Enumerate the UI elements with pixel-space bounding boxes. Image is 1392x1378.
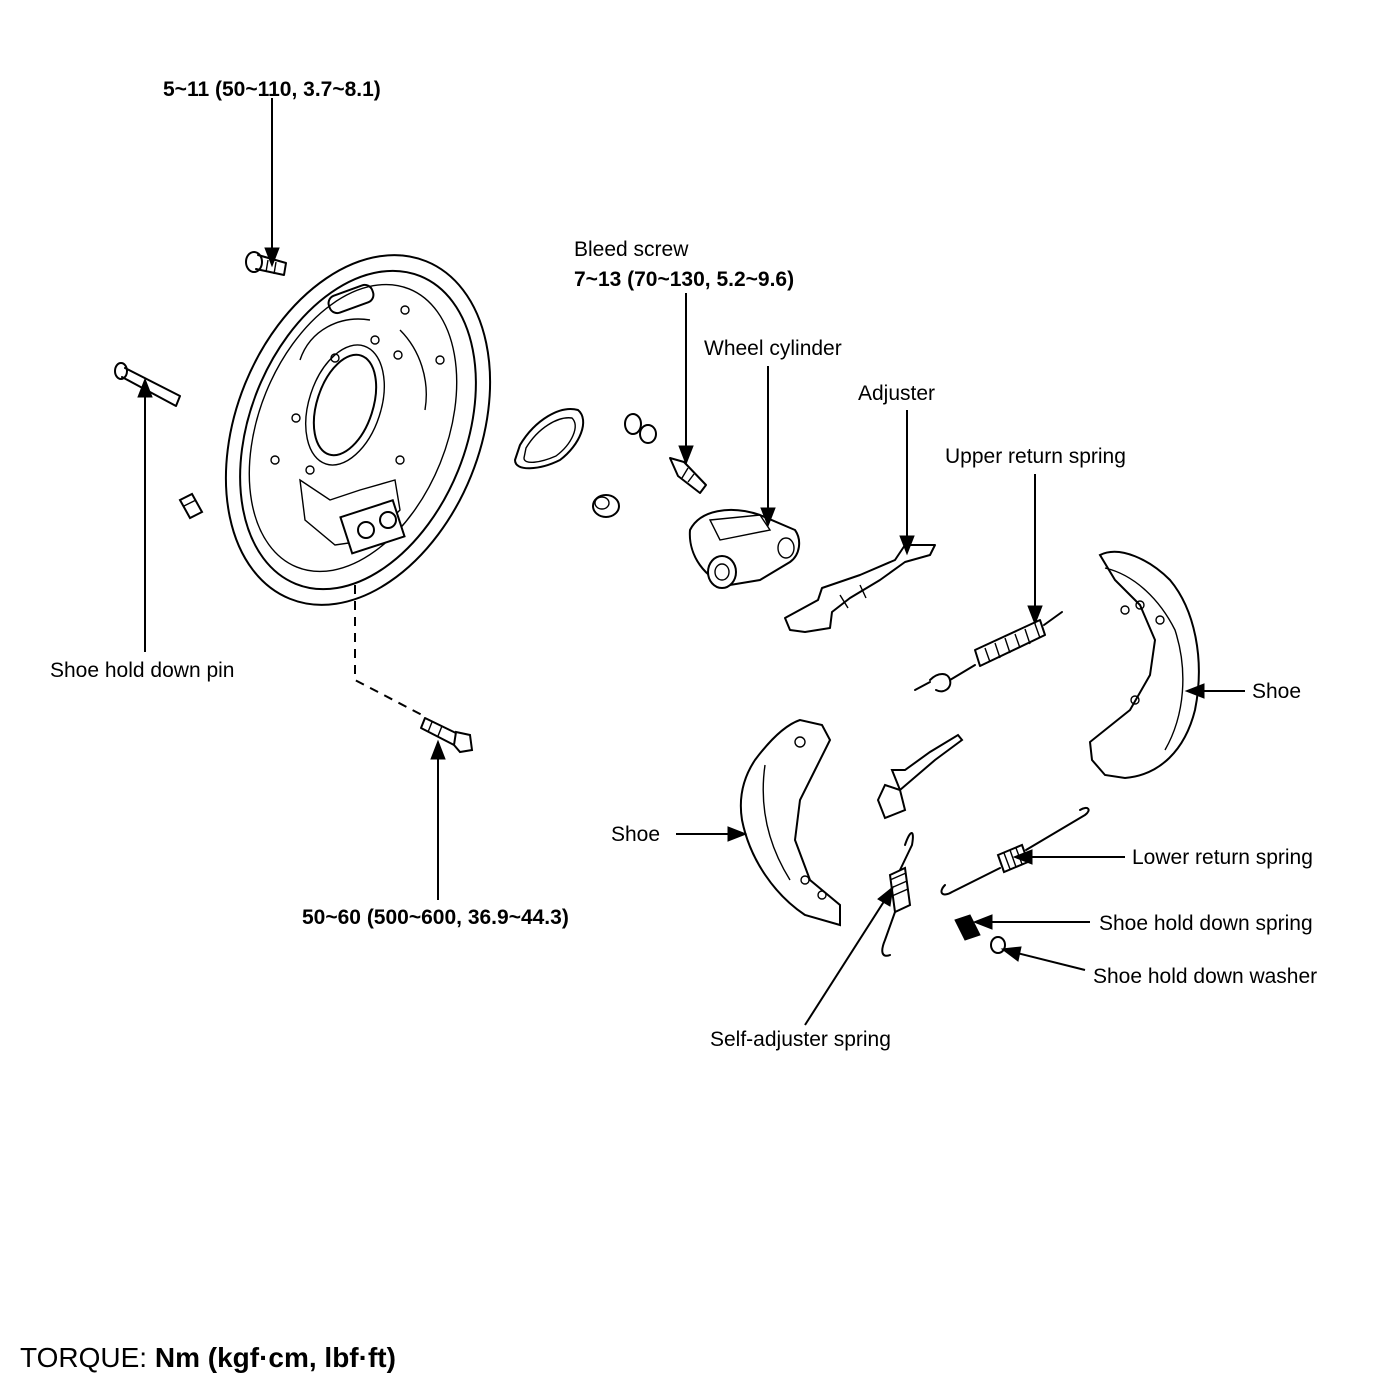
shoe-hold-down-spring-part xyxy=(954,914,981,941)
label-lower-return-spring: Lower return spring xyxy=(1132,846,1313,869)
rubber-cap xyxy=(592,494,620,518)
adjusting-lever xyxy=(876,733,964,820)
wheel-cylinder-part xyxy=(688,509,801,589)
wheel-cylinder-gasket xyxy=(514,408,585,470)
label-self-adjuster-spring: Self-adjuster spring xyxy=(710,1028,891,1051)
right-brake-shoe xyxy=(1088,550,1200,780)
upper-return-spring-part xyxy=(914,611,1063,693)
backing-plate-bolt xyxy=(245,251,287,276)
plug xyxy=(178,492,204,520)
torque-label-mounting-bolt: 50~60 (500~600, 36.9~44.3) xyxy=(302,906,569,929)
label-bleed-screw: Bleed screw xyxy=(574,238,689,261)
self-adjuster-spring-part xyxy=(881,832,914,957)
label-upper-return-spring: Upper return spring xyxy=(945,445,1126,468)
label-shoe-right: Shoe xyxy=(1252,680,1302,703)
torque-label-backing-plate-bolt: 5~11 (50~110, 3.7~8.1) xyxy=(163,78,381,101)
label-shoe-hold-down-spring: Shoe hold down spring xyxy=(1099,912,1313,935)
torque-units-prefix: TORQUE: xyxy=(20,1342,148,1373)
alignment-dashed-line xyxy=(354,585,423,716)
torque-units-value: Nm (kgf·cm, lbf·ft) xyxy=(154,1342,396,1373)
leader-lines xyxy=(137,98,1245,1026)
backing-plate xyxy=(224,254,492,606)
label-shoe-hold-down-pin: Shoe hold down pin xyxy=(50,659,235,682)
mounting-bolt xyxy=(420,717,474,754)
bleed-screw-part xyxy=(624,413,707,494)
label-shoe-hold-down-washer: Shoe hold down washer xyxy=(1093,965,1318,988)
torque-units-legend: TORQUE: Nm (kgf·cm, lbf·ft) xyxy=(20,1342,396,1374)
shoe-hold-down-washer-part xyxy=(990,936,1006,954)
left-brake-shoe xyxy=(739,718,841,927)
torque-label-bleed-screw: 7~13 (70~130, 5.2~9.6) xyxy=(574,268,795,291)
label-wheel-cylinder: Wheel cylinder xyxy=(704,337,842,360)
adjuster-part xyxy=(784,544,936,633)
label-adjuster: Adjuster xyxy=(858,382,936,405)
label-shoe-left: Shoe xyxy=(611,823,661,846)
lower-return-spring-part xyxy=(940,806,1090,896)
